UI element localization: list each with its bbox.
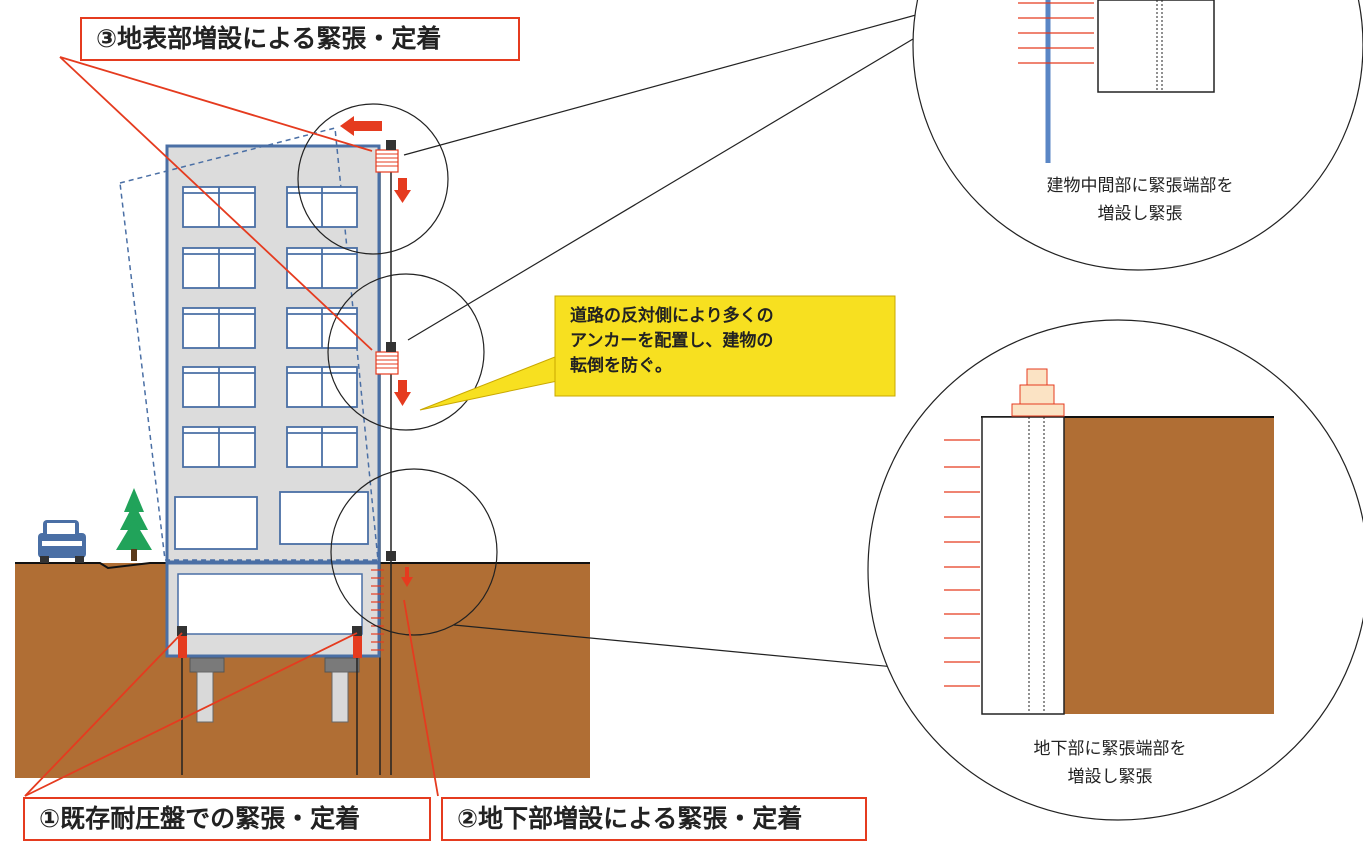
detail-upper-caption: 建物中間部に緊張端部を 増設し緊張 — [1000, 172, 1280, 228]
detail-view-lower — [867, 319, 1363, 821]
callout-line1: 道路の反対側により多くの — [570, 306, 774, 326]
method3-label: ③地表部増設による緊張・定着 — [80, 17, 520, 61]
detail-upper-line1: 建物中間部に緊張端部を — [1046, 176, 1234, 196]
ground-soil — [15, 563, 590, 778]
down-arrow-icon — [394, 178, 413, 587]
pile-foundations — [189, 657, 360, 723]
callout-line3: 転倒を防ぐ。 — [570, 356, 672, 376]
detail-view-upper — [912, 0, 1363, 271]
method1-label: ①既存耐圧盤での緊張・定着 — [23, 797, 431, 841]
method2-label: ②地下部増設による緊張・定着 — [441, 797, 867, 841]
callout-box — [554, 295, 896, 397]
callout-text: 道路の反対側により多くの アンカーを配置し、建物の 転倒を防ぐ。 — [570, 304, 774, 379]
car-icon — [38, 520, 86, 563]
anchor-head-icon — [177, 140, 399, 636]
left-arrow-icon — [340, 116, 382, 136]
tilted-building-outline — [119, 127, 379, 561]
basement-opening — [177, 573, 363, 635]
detail-upper-line2: 増設し緊張 — [1097, 204, 1183, 224]
detail-lower-caption: 地下部に緊張端部を 増設し緊張 — [980, 735, 1240, 791]
building-windows — [174, 186, 369, 550]
label-pointer-lines — [24, 56, 439, 797]
foundation-anchor-right — [353, 636, 362, 658]
callout-line2: アンカーを配置し、建物の — [570, 331, 774, 351]
detail-lower-line1: 地下部に緊張端部を — [1033, 739, 1187, 759]
detail-lower-line2: 増設し緊張 — [1067, 767, 1153, 787]
detail-marker-circles — [297, 103, 498, 636]
foundation-anchor-left — [178, 636, 187, 658]
tree-icon — [116, 488, 152, 561]
